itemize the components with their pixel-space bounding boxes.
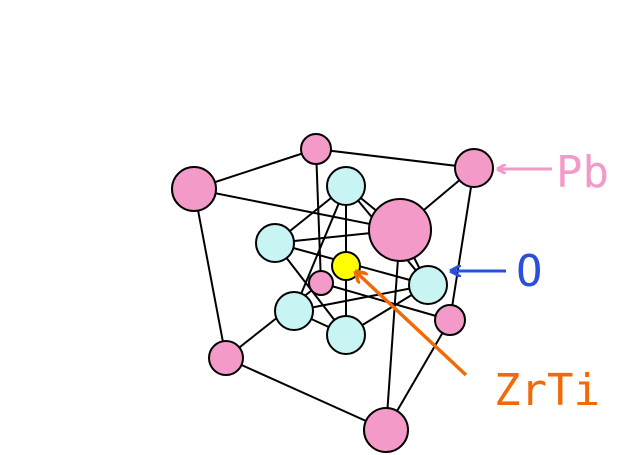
bond-line <box>225 357 387 431</box>
o-atom <box>326 315 366 355</box>
pb-atom <box>368 198 432 262</box>
o-atom <box>255 223 295 263</box>
o-label: O <box>516 246 543 297</box>
pb-atom <box>454 148 494 188</box>
bond-line <box>193 188 401 231</box>
pb-atom <box>308 270 334 296</box>
pb-atom <box>300 133 332 165</box>
pb-atom <box>434 304 466 336</box>
atoms <box>171 133 494 453</box>
bond-line <box>293 185 347 312</box>
pb-atom <box>208 340 244 376</box>
pb-atom <box>363 407 409 453</box>
zrti-label: ZrTi <box>494 365 600 416</box>
bond-line <box>385 229 401 431</box>
pb-atom <box>171 166 217 212</box>
zrti-arrow <box>355 271 468 377</box>
bond-line <box>449 167 475 321</box>
o-atom <box>274 291 314 331</box>
bond-line <box>315 148 475 169</box>
zrti-atom <box>331 251 361 281</box>
o-atom <box>326 166 366 206</box>
bond-line <box>293 284 429 312</box>
o-atom <box>408 265 448 305</box>
bond-line <box>315 148 322 284</box>
pb-label: Pb <box>556 147 609 198</box>
bond-line <box>193 188 227 359</box>
